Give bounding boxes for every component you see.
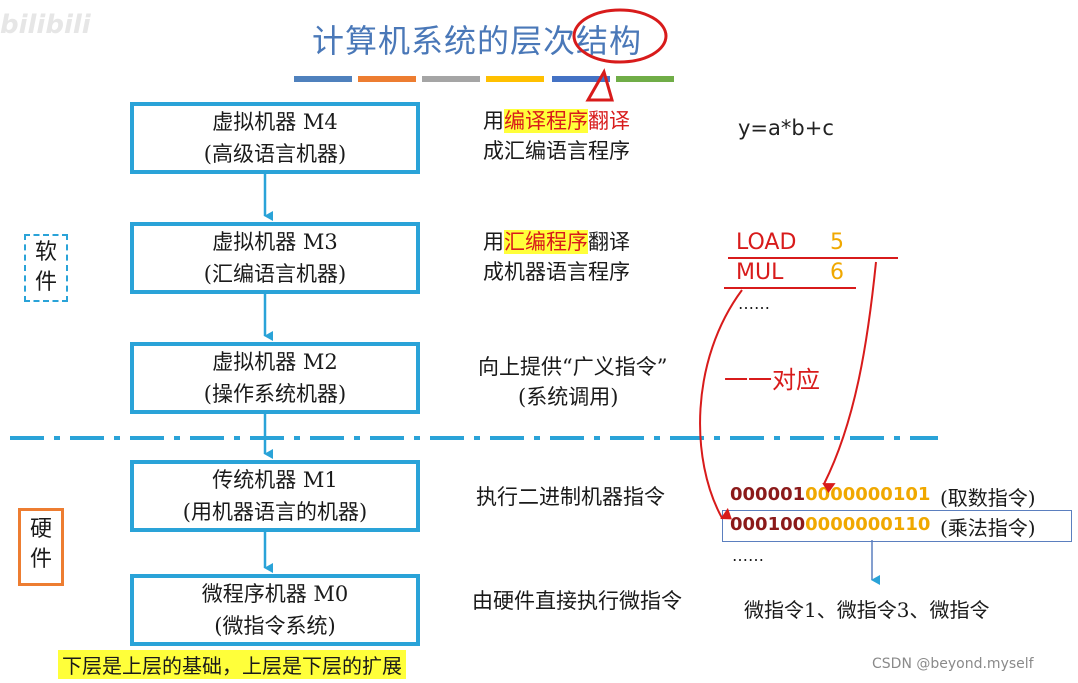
mapping-label: 一一对应	[724, 366, 820, 394]
level-name: 传统机器 M1	[212, 468, 338, 492]
binary-opcode: 000100	[730, 514, 806, 535]
desc-line1: 由硬件直接执行微指令	[472, 589, 682, 613]
level-name: 虚拟机器 M3	[212, 230, 338, 254]
asm-ellipsis: ……	[738, 294, 770, 313]
binary-row: 0000010000000101	[730, 484, 930, 505]
desc-line1: 向上提供“广义指令”	[478, 355, 668, 379]
credit-watermark: CSDN @beyond.myself	[872, 656, 1034, 672]
footer-note: 下层是上层的基础，上层是下层的扩展	[58, 650, 406, 679]
level-box-m0: 微程序机器 M0 (微指令系统)	[130, 574, 420, 646]
desc-pre: 用	[483, 109, 504, 133]
binary-note: (取数指令)	[940, 486, 1036, 510]
desc-line1: 执行二进制机器指令	[476, 485, 665, 509]
title-annotation-circle	[572, 8, 668, 64]
desc-post: 翻译	[588, 230, 630, 254]
level-box-m4: 虚拟机器 M4 (高级语言机器)	[130, 102, 420, 174]
binary-address: 0000000101	[805, 484, 931, 505]
asm-op: LOAD	[736, 230, 797, 255]
mapping-arrow	[822, 261, 877, 493]
desc-m1: 执行二进制机器指令	[476, 482, 665, 512]
asm-arg: 5	[830, 230, 844, 255]
desc-m4: 用编译程序翻译 成汇编语言程序	[483, 106, 630, 166]
binary-row-highlight-box	[722, 510, 1072, 542]
title-bar-1	[294, 76, 352, 82]
title-bar-4	[486, 76, 544, 82]
desc-m0: 由硬件直接执行微指令	[472, 586, 682, 616]
desc-m3: 用汇编程序翻译 成机器语言程序	[483, 227, 630, 287]
title-bar-3	[422, 76, 480, 82]
level-box-m1: 传统机器 M1 (用机器语言的机器)	[130, 460, 420, 532]
asm-row: LOAD 5	[736, 230, 844, 255]
desc-m2: 向上提供“广义指令” (系统调用)	[478, 352, 667, 412]
level-desc: (高级语言机器)	[203, 142, 347, 166]
asm-arg: 6	[830, 260, 844, 285]
level-box-m2: 虚拟机器 M2 (操作系统机器)	[130, 342, 420, 414]
title-bar-6	[616, 76, 674, 82]
level-desc: (用机器语言的机器)	[182, 500, 368, 524]
desc-highlight: 编译程序	[504, 109, 588, 133]
level-name: 虚拟机器 M2	[212, 350, 338, 374]
binary-ellipsis: ……	[732, 546, 764, 565]
desc-highlight: 汇编程序	[504, 230, 588, 254]
desc-line2: (系统调用)	[518, 385, 619, 409]
micro-instructions: 微指令1、微指令3、微指令	[744, 598, 990, 622]
desc-line2: 成机器语言程序	[483, 260, 630, 284]
mapping-arrow	[699, 289, 743, 520]
software-label: 软 件	[24, 234, 68, 302]
desc-post: 翻译	[588, 109, 630, 133]
binary-address: 0000000110	[805, 514, 931, 535]
binary-note: (乘法指令)	[940, 516, 1036, 540]
title-bar-2	[358, 76, 416, 82]
binary-row: 0001000000000110	[730, 514, 930, 535]
level-desc: (操作系统机器)	[203, 382, 347, 406]
formula-example: y=a*b+c	[738, 116, 834, 140]
asm-row: MUL 6	[736, 260, 844, 285]
desc-pre: 用	[483, 230, 504, 254]
level-name: 微程序机器 M0	[201, 582, 349, 606]
level-name: 虚拟机器 M4	[212, 110, 338, 134]
level-desc: (微指令系统)	[214, 614, 336, 638]
desc-line2: 成汇编语言程序	[483, 139, 630, 163]
hardware-label: 硬 件	[18, 508, 64, 586]
level-box-m3: 虚拟机器 M3 (汇编语言机器)	[130, 222, 420, 294]
watermark-logo: bilibili	[0, 10, 91, 40]
title-bar-5	[552, 76, 610, 82]
binary-opcode: 000001	[730, 484, 806, 505]
asm-op: MUL	[736, 260, 784, 285]
title-annotation-triangle	[585, 68, 614, 102]
level-desc: (汇编语言机器)	[203, 262, 347, 286]
